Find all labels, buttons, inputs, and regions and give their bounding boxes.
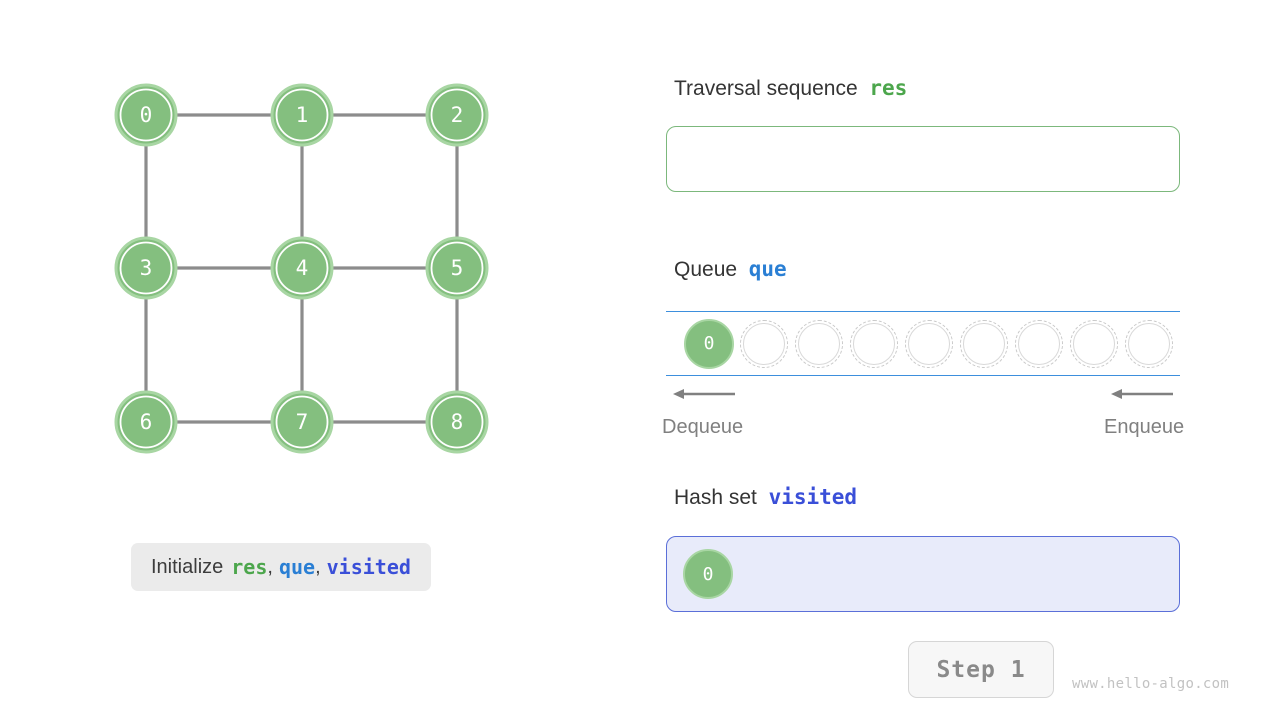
graph-node-inner-ring bbox=[430, 88, 484, 142]
hash-set-varname: visited bbox=[768, 485, 858, 509]
state-panel: Traversal sequence res Queue que 0 Deque… bbox=[662, 0, 1206, 720]
queue-empty-inner-ring bbox=[1018, 322, 1060, 365]
grid-graph-svg: 0 1 2 3 4 5 6 7 8 bbox=[114, 83, 489, 454]
step-caption: Initialize res , que , visited bbox=[131, 543, 431, 591]
traversal-sequence-box bbox=[666, 126, 1180, 192]
graph-node-8[interactable]: 8 bbox=[425, 390, 489, 454]
queue-varname: que bbox=[748, 257, 787, 281]
traversal-sequence-title-text: Traversal sequence bbox=[674, 77, 858, 100]
queue-title: Queue que bbox=[674, 257, 787, 281]
graph-node-label: 5 bbox=[451, 256, 464, 280]
graph-node-6[interactable]: 6 bbox=[114, 390, 178, 454]
hash-set-title-text: Hash set bbox=[674, 486, 757, 509]
queue-slot[interactable] bbox=[1067, 317, 1121, 371]
graph-node-label: 3 bbox=[140, 256, 153, 280]
queue-empty-outer-ring bbox=[1015, 319, 1063, 368]
graph-node-inner-ring bbox=[119, 241, 173, 295]
watermark: www.hello-algo.com bbox=[1072, 676, 1230, 692]
graph-node-inner-ring bbox=[119, 88, 173, 142]
graph-node-1[interactable]: 1 bbox=[270, 83, 334, 147]
graph-node-inner-ring bbox=[119, 395, 173, 449]
step-badge: Step 1 bbox=[908, 641, 1054, 698]
graph-node-inner-ring bbox=[275, 241, 329, 295]
graph-node-inner-ring bbox=[430, 241, 484, 295]
caption-separator-2: , bbox=[315, 555, 321, 578]
queue-item-node: 0 bbox=[684, 318, 734, 369]
queue-title-text: Queue bbox=[674, 258, 738, 281]
graph-node-label: 2 bbox=[451, 103, 464, 127]
enqueue-label: Enqueue bbox=[1104, 416, 1185, 438]
queue-empty-inner-ring bbox=[1073, 322, 1115, 365]
graph-node-2[interactable]: 2 bbox=[425, 83, 489, 147]
queue-strip: 0 bbox=[666, 311, 1180, 376]
graph-node-label: 8 bbox=[451, 410, 464, 434]
graph-node-label: 1 bbox=[296, 103, 309, 127]
queue-empty-outer-ring bbox=[905, 319, 953, 368]
hash-set-item-node: 0 bbox=[683, 549, 733, 599]
caption-token-que: que bbox=[278, 555, 316, 579]
graph-node-3[interactable]: 3 bbox=[114, 236, 178, 300]
hash-set-title: Hash set visited bbox=[674, 485, 858, 509]
caption-verb: Initialize bbox=[151, 555, 224, 578]
queue-slot[interactable] bbox=[1012, 317, 1066, 371]
graph-node-label: 4 bbox=[296, 256, 309, 280]
queue-slot[interactable] bbox=[1122, 317, 1176, 371]
queue-slot[interactable] bbox=[957, 317, 1011, 371]
graph-node-0[interactable]: 0 bbox=[114, 83, 178, 147]
graph-node-inner-ring bbox=[275, 395, 329, 449]
graph-node-label: 0 bbox=[140, 103, 153, 127]
queue-slot[interactable] bbox=[737, 317, 791, 371]
graph-node-4[interactable]: 4 bbox=[270, 236, 334, 300]
queue-slot[interactable] bbox=[792, 317, 846, 371]
graph-node-inner-ring bbox=[430, 395, 484, 449]
dequeue-label: Dequeue bbox=[662, 416, 744, 438]
dequeue-arrow-icon bbox=[673, 389, 735, 399]
queue-empty-outer-ring bbox=[960, 319, 1008, 368]
caption-token-res: res bbox=[231, 555, 268, 579]
traversal-sequence-title: Traversal sequence res bbox=[674, 76, 908, 100]
queue-empty-inner-ring bbox=[963, 322, 1005, 365]
queue-empty-inner-ring bbox=[853, 322, 895, 365]
queue-empty-inner-ring bbox=[798, 322, 840, 365]
queue-empty-outer-ring bbox=[850, 319, 898, 368]
graph-node-inner-ring bbox=[275, 88, 329, 142]
node-layer: 0 1 2 3 4 5 6 7 8 bbox=[114, 83, 489, 454]
queue-empty-inner-ring bbox=[1128, 322, 1170, 365]
traversal-sequence-varname: res bbox=[869, 76, 908, 100]
queue-empty-inner-ring bbox=[743, 322, 785, 365]
graph-node-7[interactable]: 7 bbox=[270, 390, 334, 454]
graph-panel: 0 1 2 3 4 5 6 7 8 bbox=[0, 0, 620, 720]
queue-empty-inner-ring bbox=[908, 322, 950, 365]
queue-slot[interactable] bbox=[847, 317, 901, 371]
queue-empty-outer-ring bbox=[1125, 319, 1173, 368]
queue-empty-outer-ring bbox=[795, 319, 843, 368]
hash-set-item: 0 bbox=[681, 547, 735, 601]
caption-separator-1: , bbox=[267, 555, 273, 578]
queue-slot[interactable]: 0 bbox=[682, 317, 736, 371]
queue-empty-outer-ring bbox=[1070, 319, 1118, 368]
queue-empty-outer-ring bbox=[740, 319, 788, 368]
enqueue-arrow-icon bbox=[1111, 389, 1173, 399]
graph-node-label: 7 bbox=[296, 410, 309, 434]
caption-token-visited: visited bbox=[326, 555, 411, 579]
queue-slot[interactable] bbox=[902, 317, 956, 371]
graph-node-5[interactable]: 5 bbox=[425, 236, 489, 300]
graph-node-label: 6 bbox=[140, 410, 153, 434]
hash-set-box: 0 bbox=[666, 536, 1180, 612]
